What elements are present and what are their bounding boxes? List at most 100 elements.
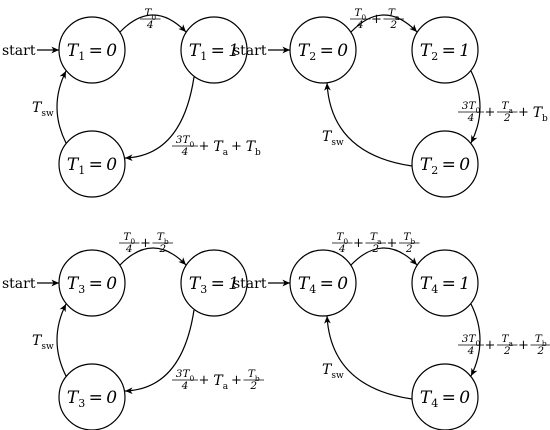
state-bottom: T2​ = 0 [411, 130, 479, 198]
plus-sign: + [485, 338, 496, 353]
state-circle [289, 16, 357, 84]
state-start: T3​ = 0 [58, 249, 126, 317]
state-label: T2​ = 1 [420, 41, 470, 63]
state-bottom: T3​ = 0 [58, 363, 126, 430]
edge-label-top: T0​4+Ta​2+Tb​2 [332, 231, 420, 255]
state-circle [411, 16, 479, 84]
plus-sign: + [518, 338, 529, 353]
state-start: T1​ = 0 [58, 16, 126, 84]
edge-top-arc [350, 14, 418, 33]
state-circle [411, 249, 479, 317]
edge-label-return: Tsw​ [32, 333, 54, 352]
fraction-denominator: 2 [371, 243, 379, 255]
fraction-numerator: T0​ [123, 231, 135, 246]
start-label: start [2, 43, 36, 59]
formula-term: Tb​ [246, 139, 261, 158]
state-label: T4​ = 1 [420, 274, 470, 296]
fraction-numerator: 3T0​ [462, 100, 481, 115]
fraction-numerator: Tb​ [248, 368, 260, 383]
plus-sign: + [387, 236, 398, 251]
fraction-denominator: 2 [405, 243, 413, 255]
state-one: T2​ = 1 [411, 16, 479, 84]
edge-label-right: 3T0​4+Ta​2+Tb​2 [458, 333, 550, 357]
state-label: T4​ = 0 [420, 388, 470, 410]
edge-return-arc [324, 82, 413, 167]
fraction-denominator: 4 [338, 243, 346, 255]
fraction-numerator: Ta​ [388, 7, 400, 22]
plus-sign: + [371, 12, 382, 27]
fraction-denominator: 4 [146, 19, 154, 31]
fraction-numerator: 3T0​ [462, 333, 481, 348]
fraction-numerator: 3T0​ [176, 134, 195, 149]
edge-label-return: Tsw​ [322, 129, 344, 148]
fraction-denominator: 2 [536, 345, 544, 357]
fraction-numerator: T0​ [336, 231, 348, 246]
fraction-denominator: 2 [503, 345, 511, 357]
edge-label-top: T0​4 + Ta​2 [350, 7, 404, 31]
fraction-numerator: 3T0​ [176, 368, 195, 383]
formula-term: Ta​ [213, 373, 228, 392]
fraction-numerator: Ta​ [502, 100, 514, 115]
plus-sign: + [353, 236, 364, 251]
fraction-denominator: 4 [467, 112, 475, 124]
state-label: T1​ = 1 [189, 41, 239, 63]
fraction-numerator: Ta​ [370, 231, 382, 246]
fraction-denominator: 2 [503, 112, 511, 124]
fraction-denominator: 4 [125, 243, 133, 255]
edge-right-arc [470, 303, 481, 377]
fraction-numerator: T0​ [354, 7, 366, 22]
state-circle [58, 16, 126, 84]
edge-down-arc [124, 309, 195, 395]
state-circle [58, 249, 126, 317]
plus-sign: + [518, 105, 529, 120]
fraction-denominator: 4 [181, 380, 189, 392]
fraction-denominator: 2 [158, 243, 166, 255]
edge-return-arc [56, 70, 67, 144]
plus-sign: + [485, 105, 496, 120]
edge-top-arc [119, 14, 187, 33]
edge-label-right: 3T0​4 + Ta​2 + Tb​ [458, 100, 548, 124]
edge-top-arc [119, 247, 187, 266]
plus-sign: + [140, 236, 151, 251]
state-label: T3​ = 1 [189, 274, 239, 296]
start-label: start [2, 276, 36, 292]
state-circle [411, 130, 479, 198]
edge-return-arc [324, 315, 413, 400]
fraction-denominator: 2 [249, 380, 257, 392]
fraction-numerator: Tb​ [157, 231, 169, 246]
state-one: T1​ = 1 [180, 16, 248, 84]
edge-label-return: Tsw​ [322, 362, 344, 381]
state-circle [180, 16, 248, 84]
fraction-numerator: Ta​ [502, 333, 514, 348]
state-label: T3​ = 0 [67, 274, 117, 296]
edge-label-top: T0​4 [140, 7, 161, 31]
state-start: T4​ = 0 [289, 249, 357, 317]
formula-term: Tb​ [533, 105, 548, 124]
state-label: T3​ = 0 [67, 388, 117, 410]
plus-sign: + [231, 373, 242, 388]
edge-return-arc [56, 303, 67, 377]
state-start: T2​ = 0 [289, 16, 357, 84]
state-label: T4​ = 0 [298, 274, 348, 296]
fraction-denominator: 4 [356, 19, 364, 31]
edge-top-arc [350, 247, 418, 266]
state-circle [411, 363, 479, 430]
state-circle [58, 363, 126, 430]
plus-sign: + [199, 373, 210, 388]
edge-label-return: Tsw​ [32, 100, 54, 119]
state-bottom: T1​ = 0 [58, 130, 126, 198]
start-label: start [233, 276, 267, 292]
plus-sign: + [199, 139, 210, 154]
state-circle [289, 249, 357, 317]
fraction-denominator: 2 [389, 19, 397, 31]
fraction-numerator: T0​ [144, 7, 156, 22]
formula-term: Ta​ [213, 139, 228, 158]
start-label: start [233, 43, 267, 59]
fraction-numerator: Tb​ [535, 333, 547, 348]
state-label: T1​ = 0 [67, 155, 117, 177]
state-circle [180, 249, 248, 317]
